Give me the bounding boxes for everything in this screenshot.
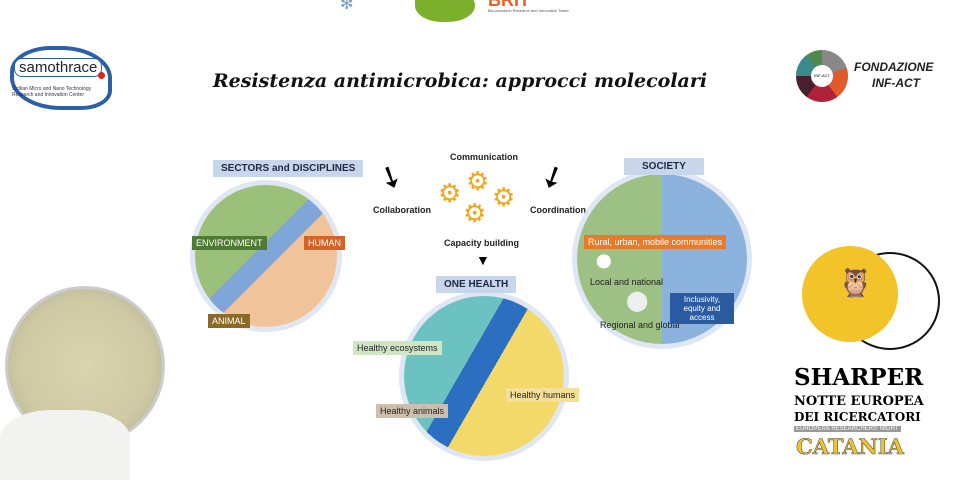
local-national-label: Local and national (590, 277, 664, 287)
society-header: SOCIETY (624, 158, 704, 175)
sharper-line1: SHARPER (794, 364, 924, 391)
healthy-animals-label: Healthy animals (376, 404, 449, 418)
human-label: HUMAN (304, 236, 345, 250)
sharper-line4: EUROPEAN RESEARCHERS' NIGHT (794, 426, 901, 432)
sharper-line3: DEI RICERCATORI (794, 410, 921, 424)
one-health-circle (404, 296, 564, 456)
sharper-line5: CATANIA (796, 434, 905, 460)
arrow-left-icon: ➘ (372, 157, 409, 198)
owl-icon: 🦉 (838, 267, 873, 298)
sectors-circle (195, 185, 337, 327)
location-pin-icon: ⬤ (626, 290, 649, 312)
regional-global-label: Regional and global (600, 320, 680, 330)
leaf-icon (415, 0, 475, 22)
environment-label: ENVIRONMENT (192, 236, 267, 250)
hand-photo (0, 410, 130, 480)
sharper-line2: NOTTE EUROPEA (794, 394, 924, 409)
coordination-label: Coordination (530, 205, 586, 215)
sectors-header: SECTORS and DISCIPLINES (213, 160, 364, 177)
infact-line1: FONDAZIONE (854, 60, 934, 74)
brit-logo-text: BRIT (488, 0, 530, 10)
snowflake-icon: ✻ (340, 0, 354, 13)
collaboration-label: Collaboration (373, 205, 431, 215)
brit-logo-subtitle: Bio-nanotech Research and Innovation Tow… (488, 8, 569, 13)
infact-badge-text: INF-ACT (811, 65, 833, 87)
samothrace-subtitle: Sicilian Micro and Nano Technology Resea… (12, 86, 92, 98)
sharper-logo: 🦉 SHARPER NOTTE EUROPEA DEI RICERCATORI … (790, 240, 950, 470)
samothrace-logo: samothrace Sicilian Micro and Nano Techn… (6, 42, 116, 116)
communities-label: Rural, urban, mobile communities (584, 235, 727, 249)
one-health-header: ONE HEALTH (436, 276, 517, 293)
inclusivity-label: Inclusivity, equity and access (670, 293, 734, 324)
location-pin-icon: ⬤ (596, 252, 612, 268)
capacity-label: Capacity building (444, 238, 520, 248)
samothrace-name: samothrace (14, 58, 103, 77)
animal-label: ANIMAL (208, 314, 250, 328)
page-title: Resistenza antimicrobica: approcci molec… (212, 70, 708, 92)
infact-logo: INF-ACT FONDAZIONE INF-ACT (796, 48, 956, 104)
healthy-ecosystems-label: Healthy ecosystems (353, 341, 442, 355)
healthy-humans-label: Healthy humans (506, 388, 580, 402)
brit-logo: ✻ BRIT Bio-nanotech Research and Innovat… (340, 0, 580, 26)
arrow-down-icon: ▼ (476, 252, 490, 268)
communication-label: Communication (450, 152, 519, 162)
arrow-right-icon: ➘ (534, 157, 571, 198)
infact-line2: INF-ACT (872, 76, 920, 90)
